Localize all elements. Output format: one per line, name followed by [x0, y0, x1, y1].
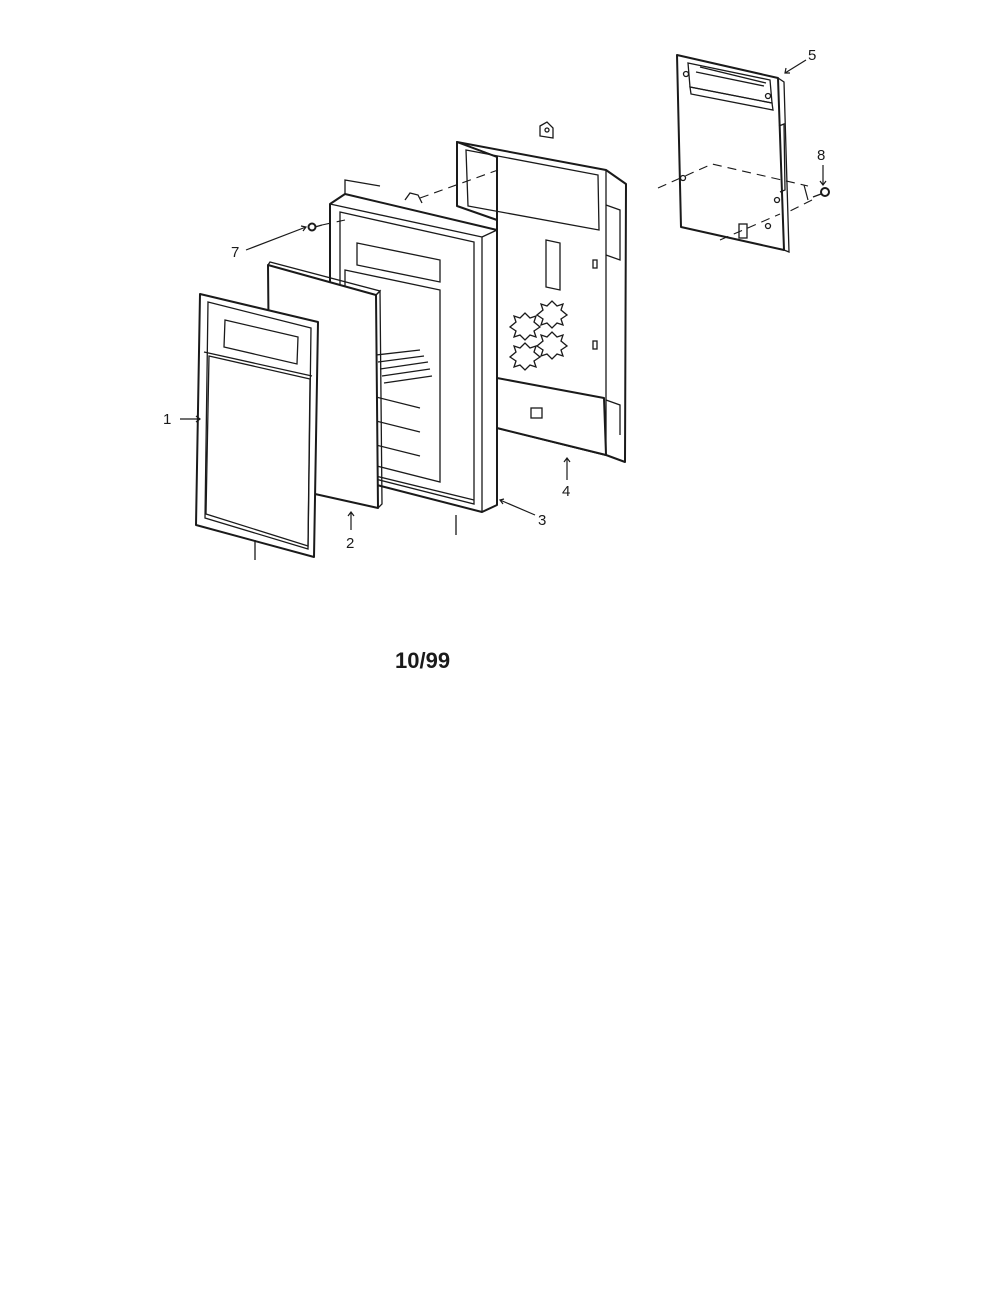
callout-part-3: 3	[538, 512, 546, 529]
callout-part-7: 7	[231, 244, 239, 261]
date-code: 10/99	[395, 648, 450, 673]
callout-part-5: 5	[808, 47, 816, 64]
part-1-front-frame	[195, 293, 319, 560]
part-7-screw	[307, 219, 346, 232]
part-4-panel-frame	[419, 121, 627, 463]
part-8-screw	[787, 184, 830, 213]
screw-icon	[812, 187, 830, 198]
callout-part-4: 4	[562, 483, 570, 500]
callout-part-1: 1	[163, 411, 171, 428]
part-5-circuit-board	[657, 54, 809, 253]
callout-part-8: 8	[817, 147, 825, 164]
screw-icon	[307, 222, 323, 232]
callout-leaders	[180, 59, 827, 530]
callout-part-2: 2	[346, 535, 354, 552]
